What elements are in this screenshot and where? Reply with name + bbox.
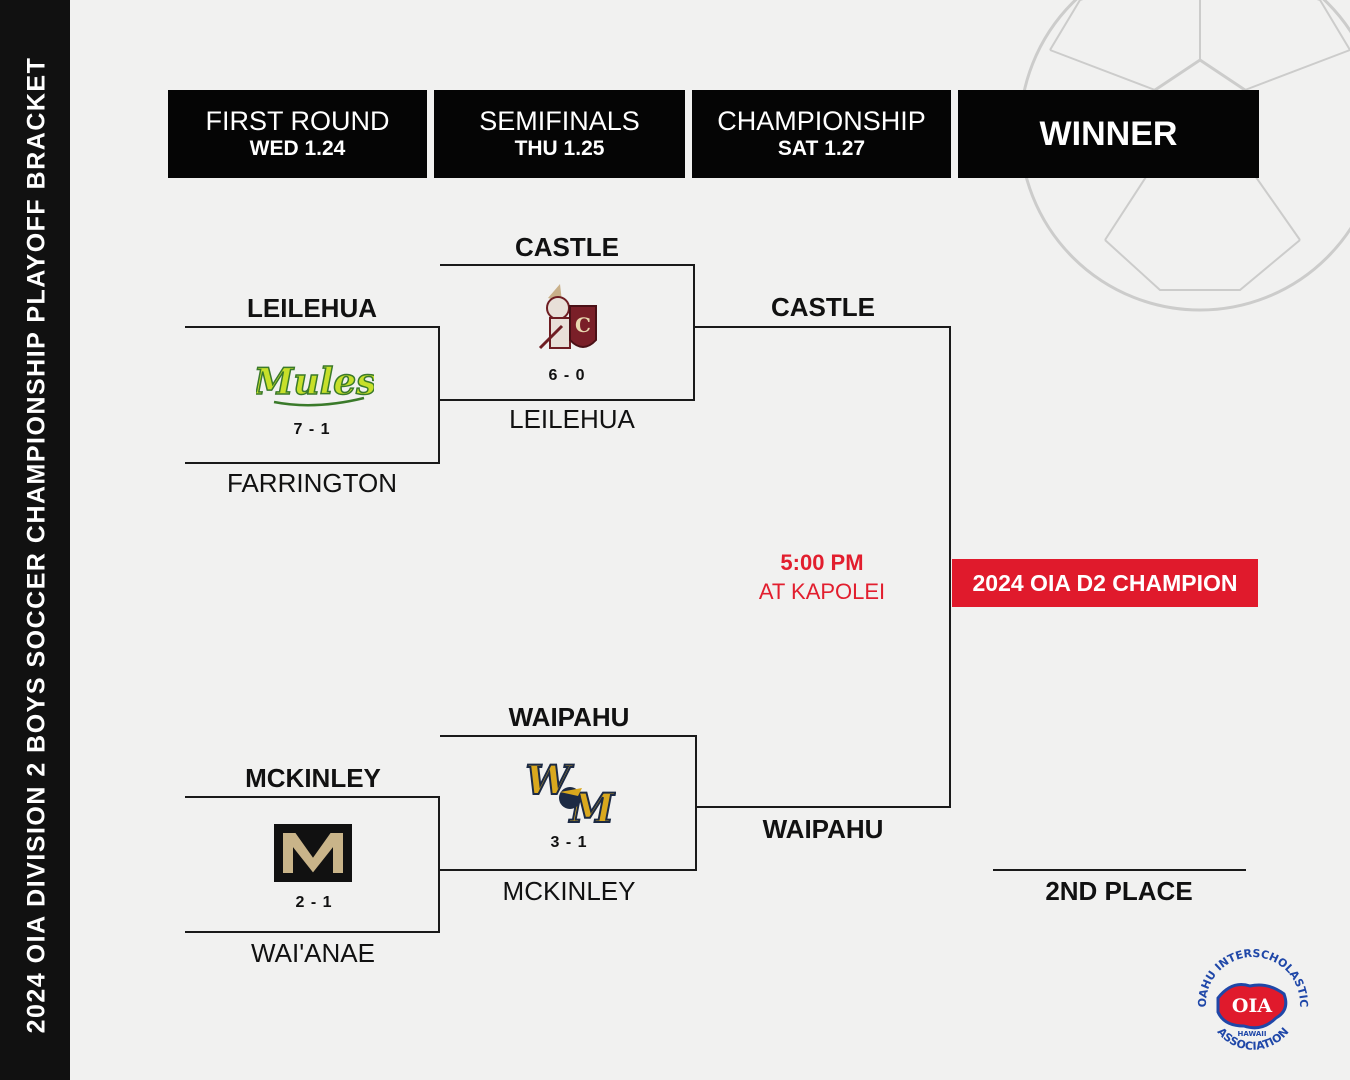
champion-badge: 2024 OIA D2 CHAMPION — [952, 559, 1258, 607]
team-mckinley-semi: MCKINLEY — [502, 876, 636, 906]
svg-text:C: C — [575, 313, 591, 337]
oia-hawaii: HAWAII — [1238, 1030, 1267, 1038]
score-semi-game1: 6 - 0 — [548, 367, 586, 384]
score-semi-game2: 3 - 1 — [550, 834, 588, 851]
header-winner: WINNER — [958, 90, 1259, 178]
header-semifinals: SEMIFINALS THU 1.25 — [434, 90, 685, 178]
game-time: 5:00 PM — [780, 550, 864, 575]
bracket-line — [693, 264, 695, 401]
score-r1-game2: 2 - 1 — [295, 894, 333, 911]
team-castle-final: CASTLE — [771, 292, 875, 322]
team-waipahu-final: WAIPAHU — [762, 814, 884, 844]
oia-logo: OAHU INTERSCHOLASTIC OIA HAWAII ASSOCIAT… — [1196, 947, 1310, 1053]
team-castle-semi: CASTLE — [515, 232, 619, 262]
bracket-line — [185, 326, 440, 328]
header-championship: CHAMPIONSHIP SAT 1.27 — [692, 90, 951, 178]
header-date: WED 1.24 — [249, 137, 346, 160]
bracket-line — [438, 796, 440, 933]
waipahu-wm-logo: W M — [526, 758, 616, 828]
bracket-line — [440, 399, 695, 401]
header-round-label: CHAMPIONSHIP — [717, 106, 926, 136]
bracket-line — [185, 462, 440, 464]
bracket-line — [438, 326, 440, 464]
team-waianae-r1: WAI'ANAE — [251, 938, 375, 968]
team-leilehua-r1: LEILEHUA — [247, 293, 377, 323]
game-venue: AT KAPOLEI — [758, 579, 886, 604]
second-place-label: 2ND PLACE — [1045, 876, 1193, 906]
bracket-line — [440, 264, 695, 266]
second-place-line — [993, 869, 1246, 871]
header-date: SAT 1.27 — [777, 137, 866, 160]
bracket-line — [695, 326, 951, 328]
team-mckinley-r1: MCKINLEY — [245, 763, 381, 793]
team-waipahu-semi: WAIPAHU — [508, 702, 630, 732]
svg-text:Mules: Mules — [256, 361, 374, 403]
bracket-line — [697, 806, 951, 808]
bracket-line — [185, 931, 440, 933]
bracket-line — [695, 735, 697, 871]
svg-text:W: W — [526, 758, 575, 804]
bracket-line — [185, 796, 440, 798]
mckinley-m-logo — [274, 824, 352, 882]
team-farrington-r1: FARRINGTON — [227, 468, 397, 498]
mules-logo: Mules — [256, 360, 374, 407]
header-round-label: FIRST ROUND — [205, 106, 390, 136]
header-first-round: FIRST ROUND WED 1.24 — [168, 90, 427, 178]
score-r1-game1: 7 - 1 — [293, 421, 331, 438]
sidebar: 2024 OIA DIVISION 2 BOYS SOCCER CHAMPION… — [0, 0, 70, 1080]
header-date: THU 1.25 — [514, 137, 605, 160]
header-round-label: SEMIFINALS — [479, 106, 640, 136]
team-leilehua-semi: LEILEHUA — [509, 404, 635, 434]
oia-center: OIA — [1232, 995, 1272, 1017]
bracket-title: 2024 OIA DIVISION 2 BOYS SOCCER CHAMPION… — [22, 56, 51, 1034]
bracket-line — [949, 326, 951, 808]
bracket-line — [440, 735, 697, 737]
header-round-label: WINNER — [1039, 115, 1178, 153]
bracket-line — [440, 869, 697, 871]
championship-game-info: 5:00 PM AT KAPOLEI — [759, 548, 885, 606]
castle-knight-logo: C — [538, 284, 597, 350]
